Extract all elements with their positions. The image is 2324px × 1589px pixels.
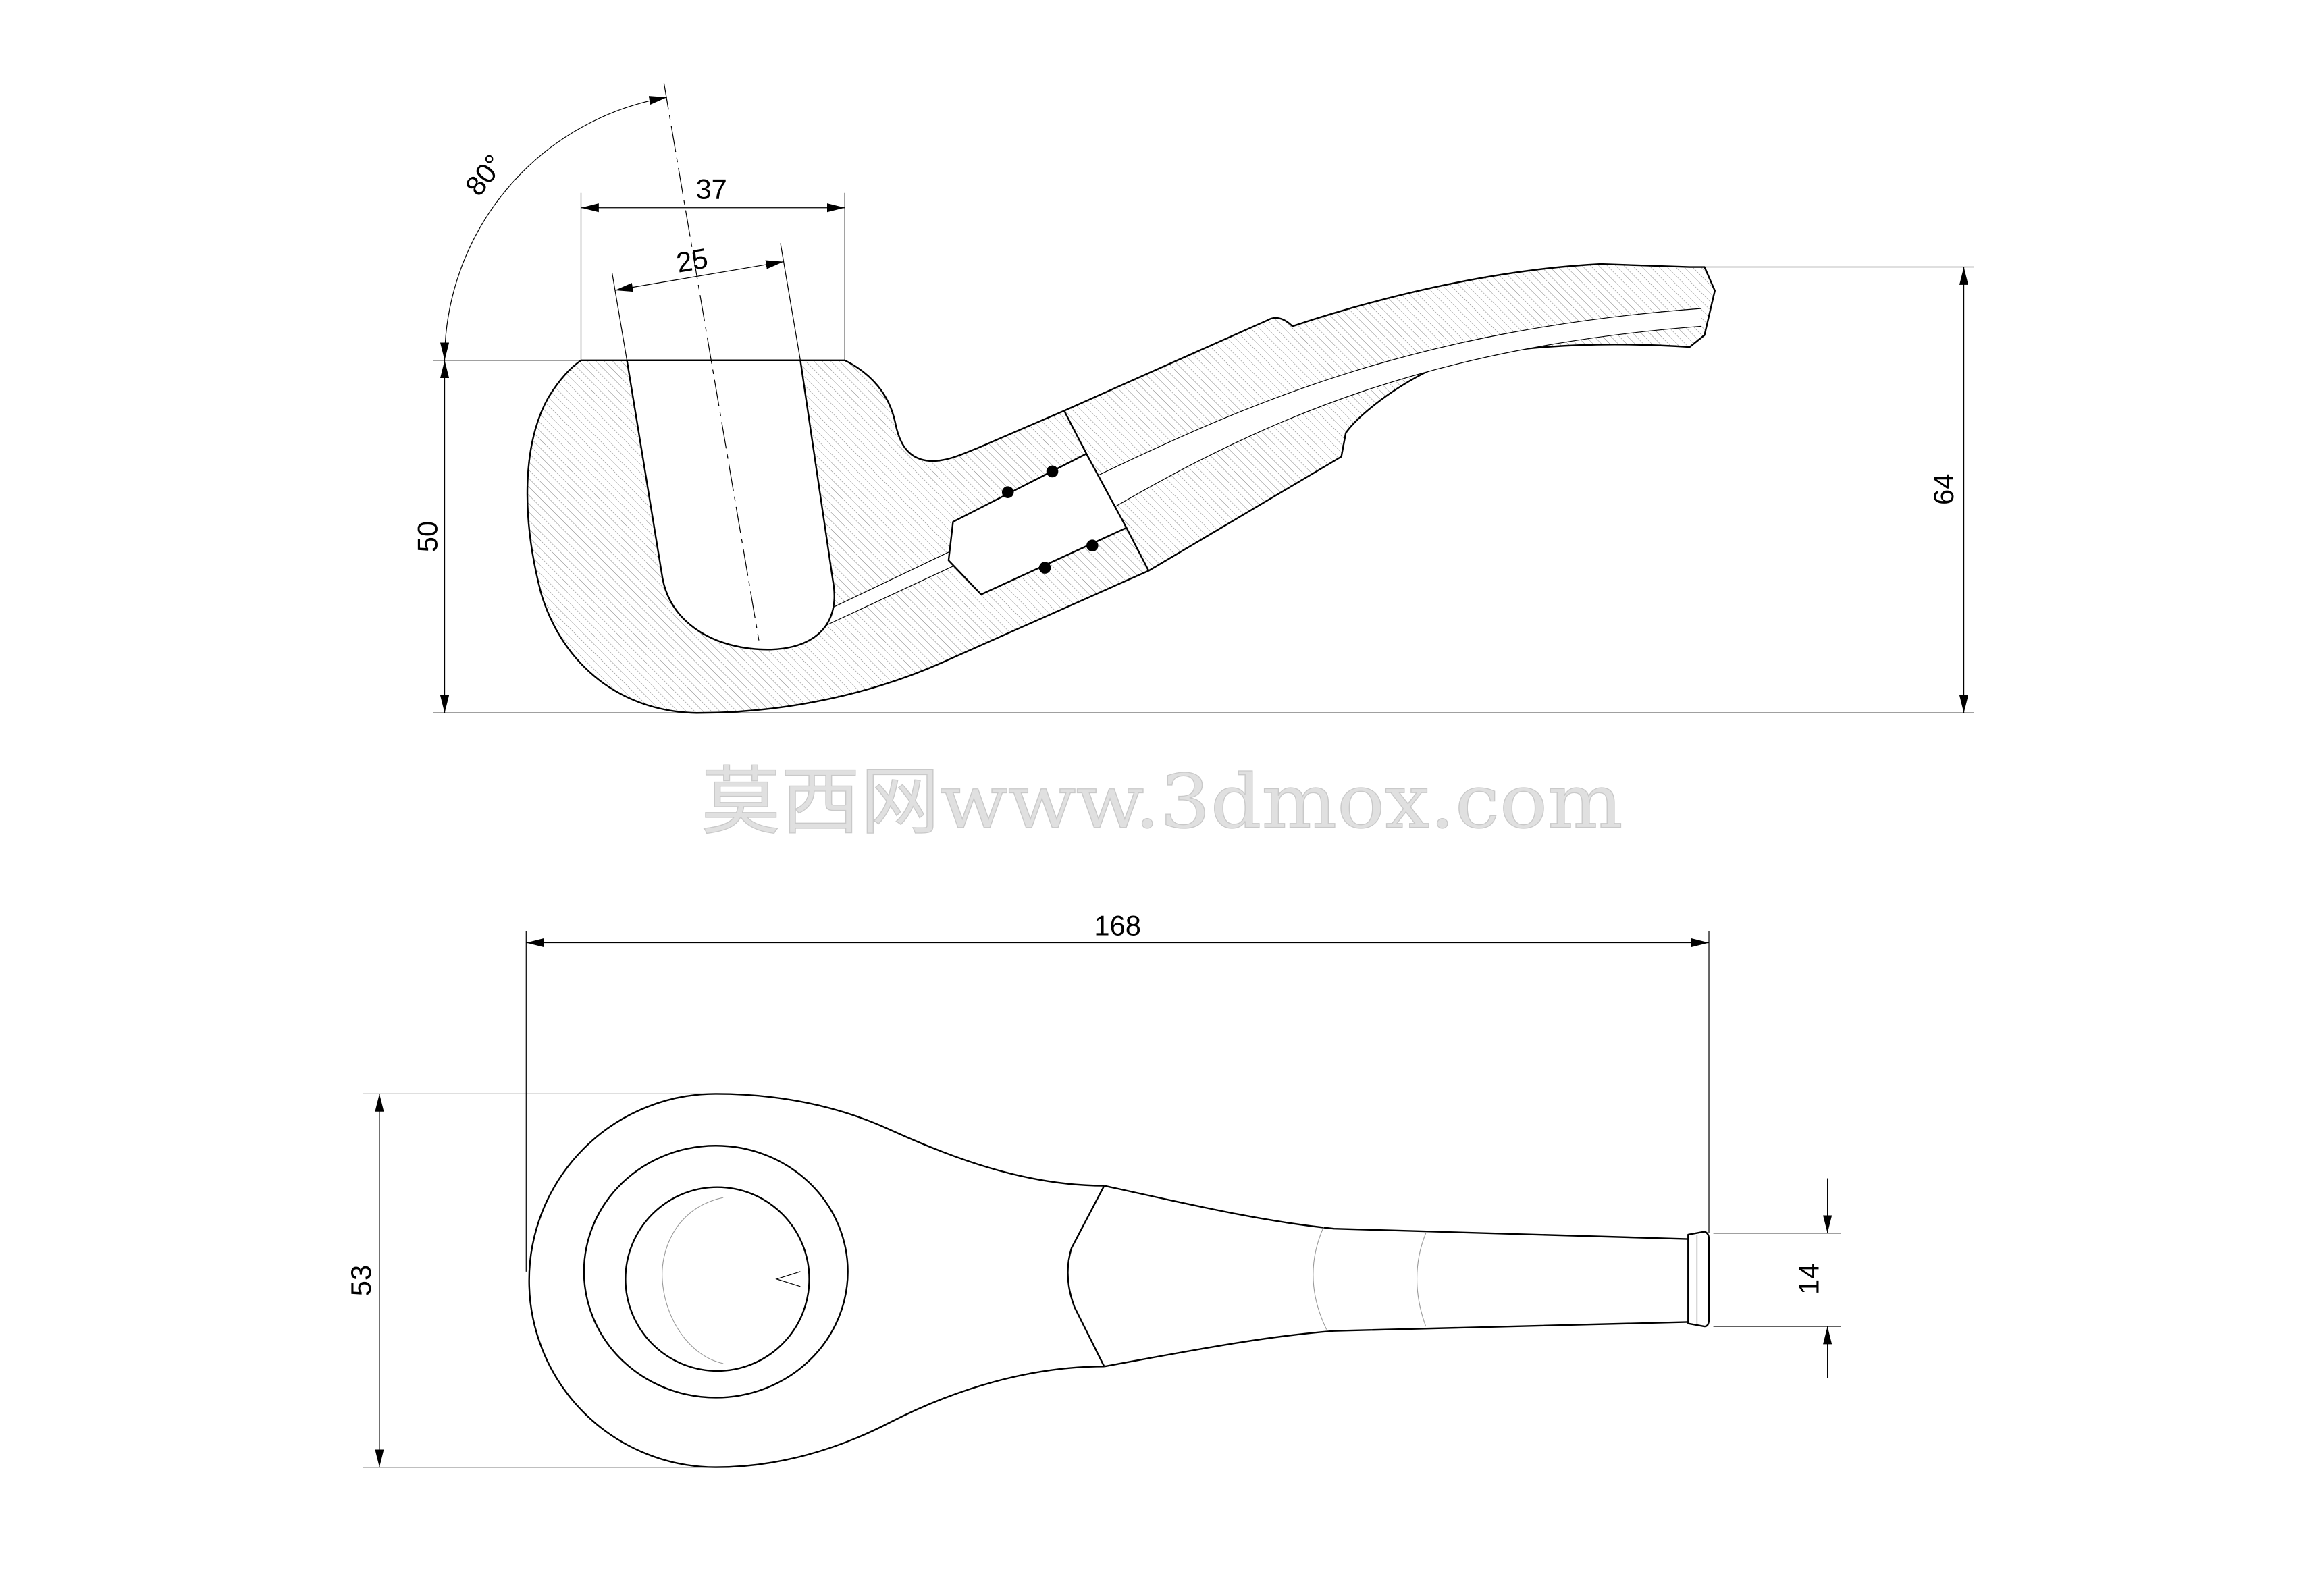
dim-25-label: 25 [674,242,710,279]
stem-airway-lower-edge [1114,325,1702,508]
stem-contour-line [1313,1227,1327,1330]
dim-64-label: 64 [1928,474,1959,505]
tenon-marker-dot [1001,486,1014,498]
bowl-axis-centerline [663,83,760,641]
bowl-rim-circle [583,1145,849,1399]
stem-contour-line [1417,1233,1427,1327]
stem-top-edge [1104,1185,1689,1240]
angle-dimension-label: 80° [458,149,510,202]
top-view-dimensions: 168 53 14 [345,910,1841,1468]
stem-button [1687,1231,1710,1328]
joint-face-upper [1063,410,1088,454]
stem-bottom-edge [1104,1321,1689,1368]
chamber-opening-circle [625,1186,810,1372]
dim-50-label: 50 [412,521,444,552]
stem-airway-fill [1094,308,1702,508]
dim-37-label: 37 [695,173,727,205]
tenon-marker-dot [1046,465,1059,478]
tenon-marker-dot [1086,539,1099,551]
watermark: 莫西网www.3dmox.com [701,758,1622,844]
pipe-plan [528,1093,1710,1468]
tenon [947,452,1128,595]
dim-14-label: 14 [1793,1264,1824,1295]
dim-25-line [614,260,784,292]
side-view: 80° 37 25 50 64 [412,83,1974,714]
dim-168-label: 168 [1094,910,1141,942]
draft-hole-mark-icon [775,1271,801,1287]
tenon-marker-dot [1038,562,1051,574]
top-view: 168 53 14 [345,910,1841,1468]
side-view-dimensions: 80° 37 25 50 64 [412,83,1974,713]
dim-25-extension-right [780,243,801,360]
stem-airway-upper-edge [1093,308,1702,478]
dim-53-label: 53 [345,1265,377,1296]
pipe-section [526,263,1716,714]
tobacco-chamber [626,359,835,651]
dim-25-extension-left [612,273,628,360]
joint-face-lower [1126,527,1150,572]
shank-stem-joint [1067,1185,1105,1367]
angle-dimension-arc [440,96,667,360]
chamber-bottom-contour [662,1197,724,1364]
bowl-shank-outline [528,1093,1105,1468]
